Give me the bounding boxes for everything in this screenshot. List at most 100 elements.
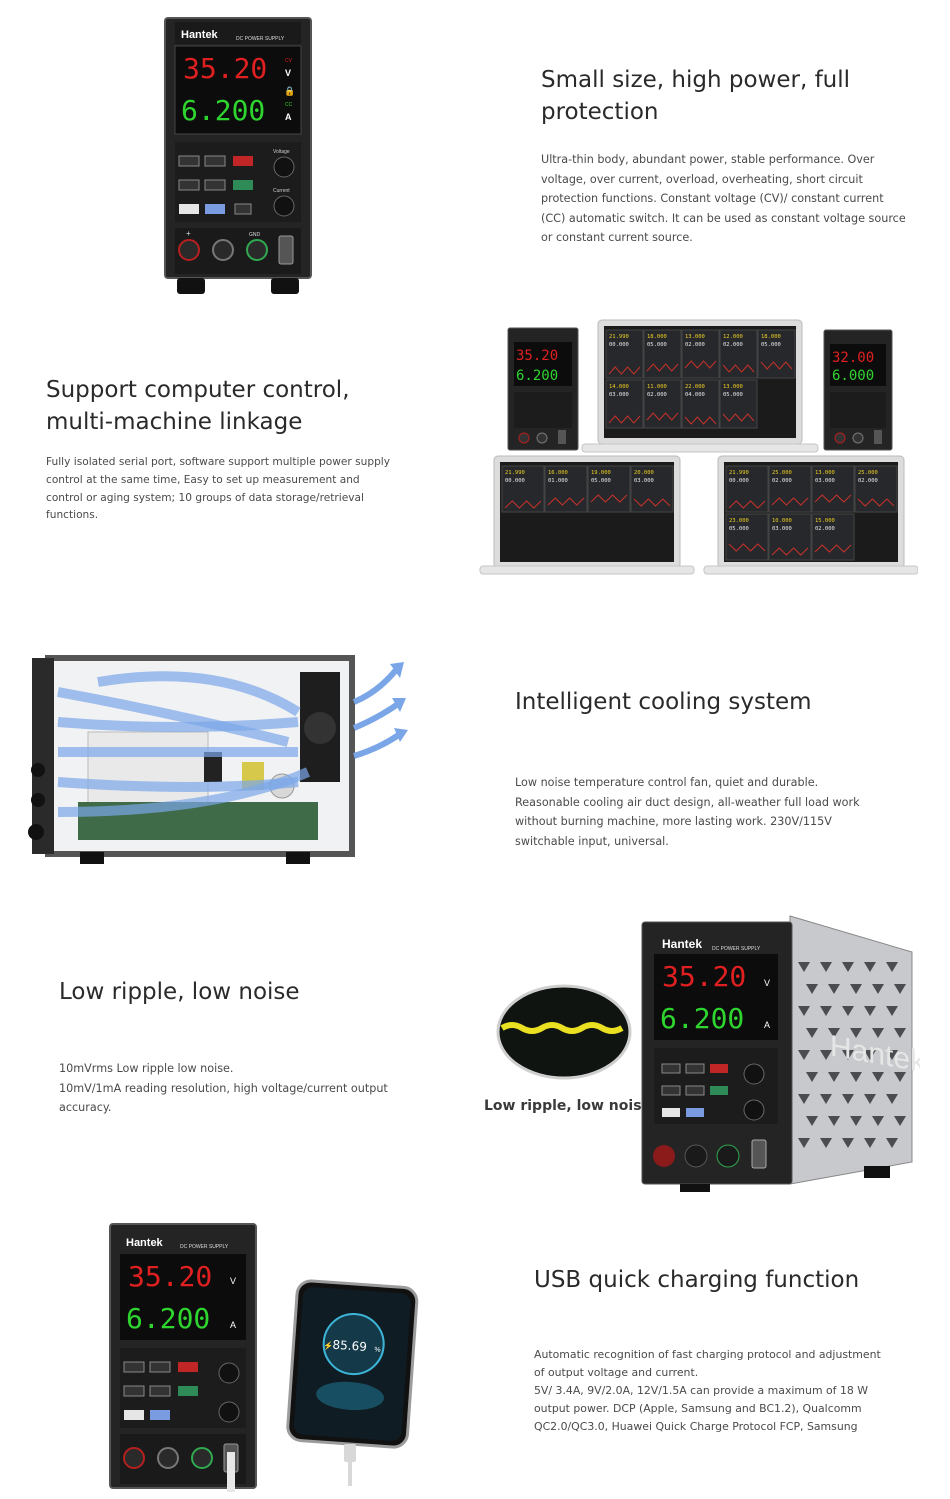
section-low-ripple: Low ripple, low noise 10mVrms Low ripple…: [0, 900, 950, 1200]
gnd-terminal[interactable]: [716, 1144, 740, 1168]
m2-button[interactable]: [149, 1361, 171, 1373]
laptop-current-value: 02.000: [685, 342, 705, 348]
voltage-readout: 35.20: [662, 960, 746, 993]
laptop-trend-line: [684, 416, 717, 425]
laptop-trend-line: [728, 543, 766, 552]
cc-indicator: CC: [285, 102, 293, 108]
negative-terminal[interactable]: [212, 239, 234, 261]
section-description: Fully isolated serial port, software sup…: [46, 456, 391, 522]
ocp-button[interactable]: [233, 180, 253, 190]
laptop-voltage-value: 25.000: [772, 470, 792, 476]
laptop-current-value: 03.000: [609, 392, 629, 398]
vent-hole: [894, 1072, 906, 1082]
m4-button[interactable]: [685, 1085, 705, 1096]
model-label: DC POWER SUPPLY: [180, 1244, 229, 1250]
voltage-knob-label: Voltage: [273, 149, 290, 155]
ocp-button[interactable]: [178, 1386, 198, 1396]
linkage-current-readout: 6.200: [516, 368, 558, 384]
section-description: Low noise temperature control fan, quiet…: [515, 776, 860, 848]
on-off-button[interactable]: [124, 1410, 144, 1420]
ocp-button[interactable]: [710, 1086, 728, 1095]
shift-button[interactable]: [205, 204, 225, 214]
positive-terminal[interactable]: [653, 1145, 675, 1167]
laptop-current-value: 03.000: [815, 478, 835, 484]
section-title: Intelligent cooling system: [515, 689, 812, 715]
laptop-voltage-value: 16.000: [548, 470, 568, 476]
laptop-current-value: 05.000: [729, 526, 749, 532]
shift-button[interactable]: [686, 1108, 704, 1117]
laptop-trend-line: [608, 366, 641, 375]
m1-button[interactable]: [661, 1063, 681, 1074]
voltage-knob[interactable]: [743, 1063, 765, 1085]
negative-terminal[interactable]: [157, 1447, 179, 1469]
laptop-trend-line: [857, 498, 895, 507]
laptop-trend-line: [722, 364, 755, 373]
default-button[interactable]: [234, 203, 252, 215]
voltage-knob[interactable]: [273, 156, 295, 178]
m3-button[interactable]: [178, 179, 200, 191]
m2-button[interactable]: [204, 155, 226, 167]
laptop-voltage-value: 21.990: [729, 470, 749, 476]
vent-hole: [886, 1006, 898, 1016]
ovp-button[interactable]: [710, 1064, 728, 1073]
plus-label: +: [186, 229, 191, 238]
vent-hole: [820, 1094, 832, 1104]
laptop-readout-cell: [811, 513, 855, 561]
m3-button[interactable]: [661, 1085, 681, 1096]
laptop-current-value: 02.000: [647, 392, 667, 398]
ovp-button[interactable]: [233, 156, 253, 166]
laptop-readout-cell: [681, 329, 720, 379]
front-knob: [31, 793, 45, 807]
voltage-knob[interactable]: [218, 1362, 240, 1384]
laptop-current-value: 02.000: [723, 342, 743, 348]
m4-button[interactable]: [149, 1385, 171, 1397]
negative-terminal[interactable]: [684, 1144, 708, 1168]
vent-hole: [850, 1028, 862, 1038]
vent-hole: [864, 1094, 876, 1104]
usb-port[interactable]: [751, 1139, 767, 1169]
airflow-arrow-icon: [352, 701, 400, 731]
laptop-trend-line: [646, 363, 679, 372]
linkage-voltage-readout: 32.00: [832, 350, 874, 366]
linkage-current-readout: 6.000: [832, 368, 874, 384]
gnd-terminal[interactable]: [191, 1447, 213, 1469]
current-readout: 6.200: [126, 1302, 210, 1335]
shift-button[interactable]: [150, 1410, 170, 1420]
on-off-button[interactable]: [662, 1108, 680, 1117]
usb-port[interactable]: [278, 235, 294, 265]
m4-button[interactable]: [204, 179, 226, 191]
gnd-terminal[interactable]: [246, 239, 268, 261]
laptop-voltage-value: 22.000: [685, 384, 705, 390]
laptop-voltage-value: 13.000: [815, 470, 835, 476]
m2-button[interactable]: [685, 1063, 705, 1074]
laptop-voltage-value: 19.000: [591, 470, 611, 476]
ovp-button[interactable]: [178, 1362, 198, 1372]
vent-hole: [894, 1116, 906, 1126]
laptop-voltage-value: 13.000: [685, 334, 705, 340]
vent-hole: [894, 984, 906, 994]
voltage-readout: 35.20: [183, 52, 267, 85]
linkage-device-left: 35.20 6.200: [507, 327, 579, 451]
section-description: 10mVrms Low ripple low noise. 10mV/1mA r…: [59, 1062, 388, 1115]
section-description: Ultra-thin body, abundant power, stable …: [541, 153, 906, 245]
laptop-current-value: 03.000: [634, 478, 654, 484]
laptop-current-value: 04.000: [685, 392, 705, 398]
laptop-voltage-value: 11.000: [647, 384, 667, 390]
laptop-trend-line: [814, 494, 852, 503]
m3-button[interactable]: [123, 1385, 145, 1397]
laptop-voltage-value: 15.000: [815, 518, 835, 524]
section-usb-charging: Hantek DC POWER SUPPLY 35.20 V 6.200 A 8…: [0, 1200, 950, 1499]
section-title: Support computer control, multi-machine …: [46, 377, 350, 435]
current-knob[interactable]: [743, 1099, 765, 1121]
laptop-readout-cell: [630, 465, 674, 513]
current-knob[interactable]: [273, 195, 295, 217]
positive-terminal[interactable]: [123, 1447, 145, 1469]
current-knob[interactable]: [218, 1401, 240, 1423]
positive-terminal[interactable]: [178, 239, 200, 261]
laptop-readout-cell: [719, 329, 758, 379]
m1-button[interactable]: [123, 1361, 145, 1373]
power-supply-charging-image: Hantek DC POWER SUPPLY 35.20 V 6.200 A: [109, 1223, 257, 1492]
vent-hole: [864, 1138, 876, 1148]
on-off-button[interactable]: [179, 204, 199, 214]
m1-button[interactable]: [178, 155, 200, 167]
